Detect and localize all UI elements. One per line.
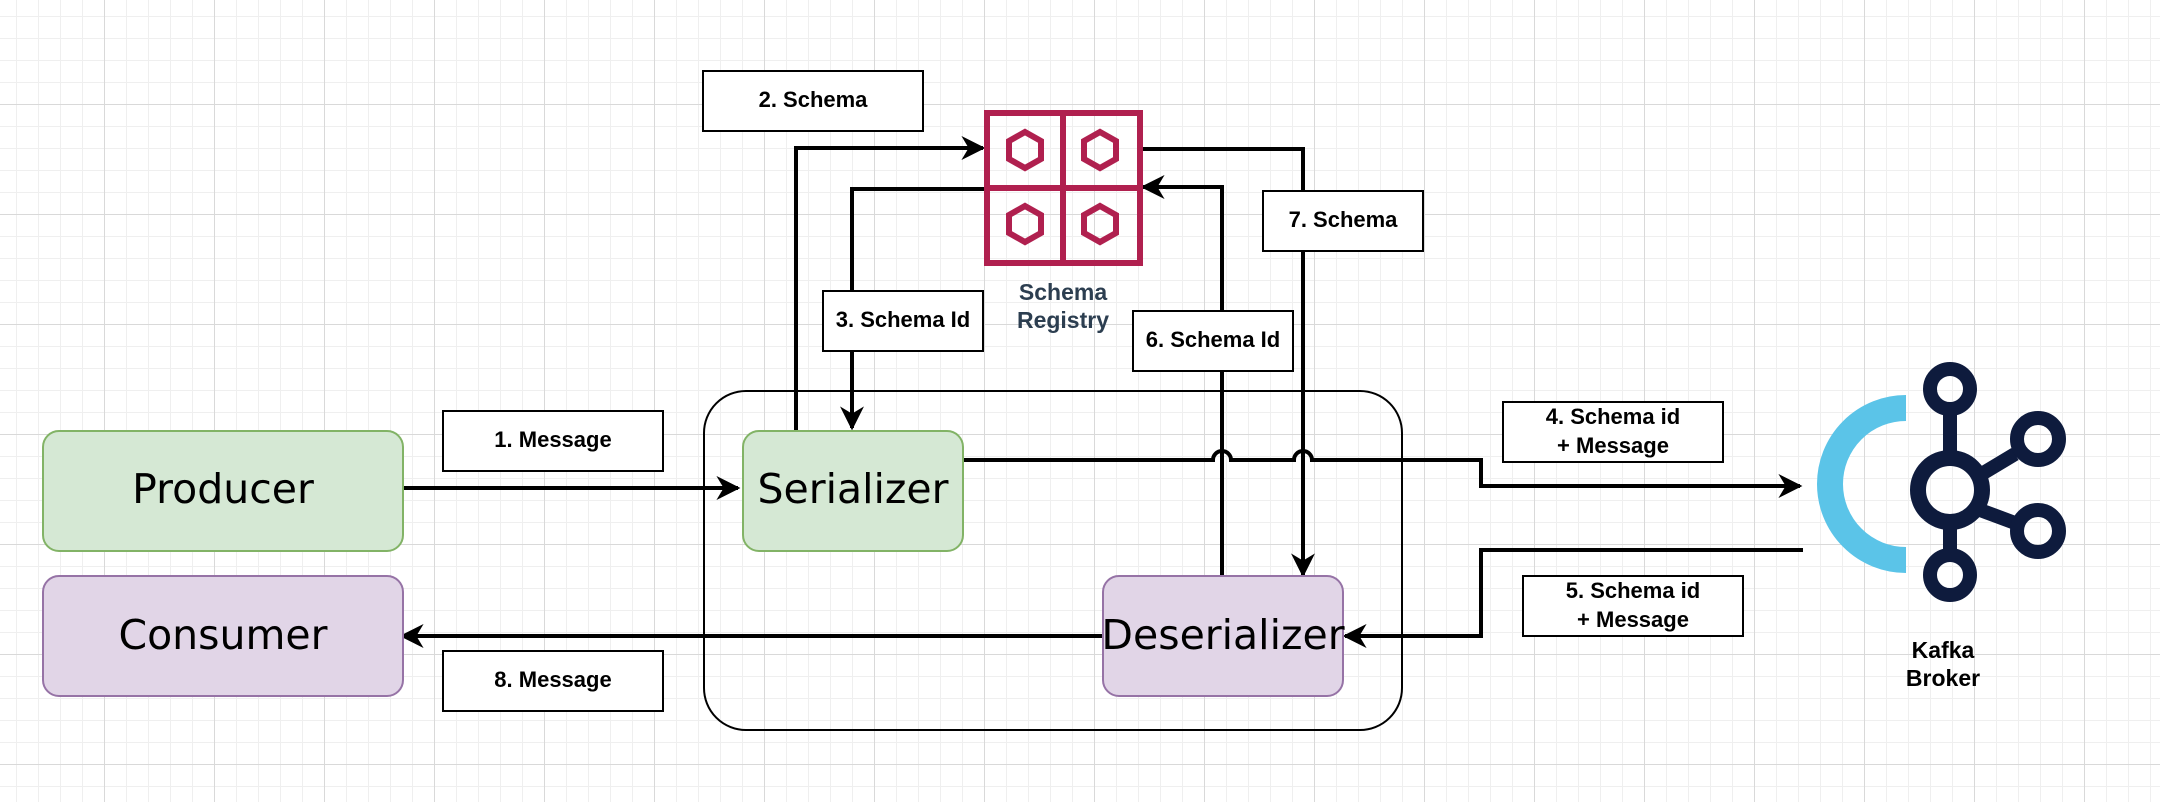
serdes-container [703,390,1403,731]
edge-label-8: 8. Message [442,650,664,712]
hexagon-icon [1081,202,1119,246]
label-message-8: 8. Message [494,667,611,692]
serializer-label: Serializer [757,465,948,513]
consumer-label: Consumer [118,611,327,659]
schema-registry-label-line2: Registry [1017,307,1109,333]
kafka-broker-label-line2: Broker [1906,665,1980,691]
deserializer-node[interactable]: Deserializer [1101,575,1345,697]
schema-registry-label-line1: Schema [1019,279,1107,305]
schema-registry-icon[interactable]: Schema Registry [984,110,1143,333]
label-schema-id-message-5-line2: + Message [1577,607,1689,632]
serializer-box [742,430,964,552]
consumer-node[interactable]: Consumer [42,575,404,697]
label-schema-2: 2. Schema [759,87,869,112]
connectors [399,136,1803,648]
edge-label-6: 6. Schema Id [1132,310,1294,372]
hexagon-icon [1006,202,1044,246]
edge-label-2: 2. Schema [702,70,924,132]
edge-serializer-registry [794,136,986,430]
label-schema-id-message-5-line1: 5. Schema id [1566,578,1701,603]
label-message-1: 1. Message [494,427,611,452]
edge-serializer-kafka [963,449,1803,498]
producer-label: Producer [132,465,314,513]
deserializer-label: Deserializer [1101,611,1344,659]
label-schema-id-message-4-line1: 4. Schema id [1546,404,1681,429]
edge-label-7: 7. Schema [1262,190,1424,252]
label-schema-7: 7. Schema [1289,207,1399,232]
edge-label-4: 4. Schema id + Message [1502,401,1724,463]
consumer-box [42,575,404,697]
producer-node[interactable]: Producer [42,430,404,552]
kafka-accent-arc [1817,395,1907,573]
producer-box [42,430,404,552]
label-schema-id-6: 6. Schema Id [1146,327,1281,352]
edge-label-3: 3. Schema Id [822,290,984,352]
hexagon-icon [1081,128,1119,172]
kafka-broker-label-line1: Kafka [1912,637,1975,663]
serializer-node[interactable]: Serializer [742,430,964,552]
edge-kafka-deserializer [1342,548,1803,648]
edge-label-1: 1. Message [442,410,664,472]
edge-label-5: 5. Schema id + Message [1522,575,1744,637]
deserializer-box [1102,575,1344,697]
kafka-icon[interactable]: Kafka Broker [1817,362,2066,691]
edge-deserializer-registry [1140,175,1224,576]
label-schema-id-message-4-line2: + Message [1557,433,1669,458]
hexagon-icon [1006,128,1044,172]
label-schema-id-3: 3. Schema Id [836,307,971,332]
edge-registry-deserializer [1141,147,1315,578]
